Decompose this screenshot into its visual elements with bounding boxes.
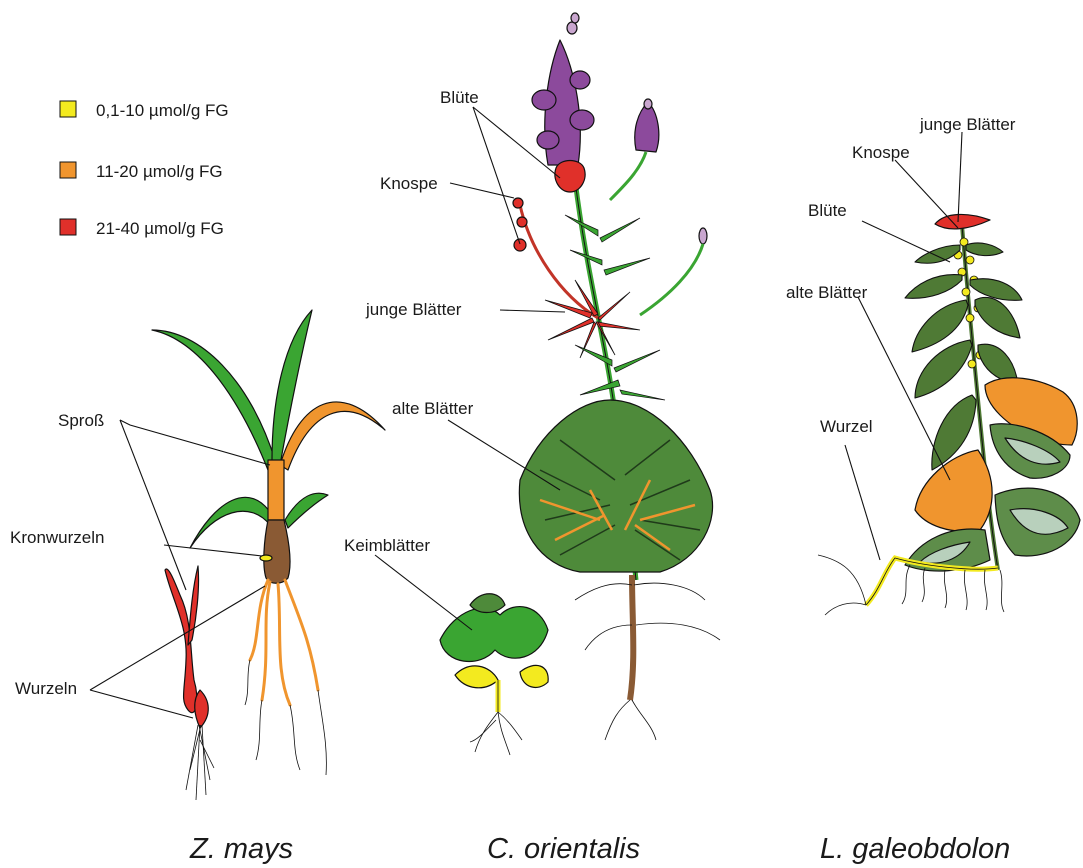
lgaleobdolon-label-bluete: Blüte (808, 201, 847, 220)
corientalis-species-name: C. orientalis (487, 833, 640, 865)
zmays-label-wurzeln: Wurzeln (15, 679, 77, 698)
corientalis-old-leaves (519, 400, 712, 572)
lgaleobdolon-young-leaf (935, 214, 990, 229)
lgaleobdolon-label-alte-blaetter: alte Blätter (786, 283, 868, 302)
zmays-label-spross: Sproß (58, 411, 104, 430)
lgaleobdolon-plant: junge Blätter Knospe Blüte alte Blätter … (786, 115, 1080, 865)
zmays-seedling (165, 566, 214, 800)
legend-swatch-high (60, 219, 76, 235)
corientalis-label-alte-blaetter: alte Blätter (392, 399, 474, 418)
corientalis-roots (575, 575, 720, 740)
zmays-species-name: Z. mays (189, 833, 293, 865)
corientalis-plant: Blüte Knospe junge Blätter alte Blätter … (344, 13, 720, 865)
legend: 0,1-10 µmol/g FG 11-20 µmol/g FG 21-40 µ… (60, 101, 229, 238)
lgaleobdolon-label-knospe: Knospe (852, 143, 910, 162)
zmays-label-lines (90, 420, 270, 718)
legend-swatch-mid (60, 162, 76, 178)
lgaleobdolon-label-wurzel: Wurzel (820, 417, 873, 436)
zmays-plant: Sproß Kronwurzeln Wurzeln Z. mays (10, 310, 385, 865)
corientalis-label-knospe: Knospe (380, 174, 438, 193)
corientalis-label-junge-blaetter: junge Blätter (365, 300, 462, 319)
legend-item-low: 0,1-10 µmol/g FG (60, 101, 229, 120)
legend-label-low: 0,1-10 µmol/g FG (96, 101, 229, 120)
corientalis-label-keimblaetter: Keimblätter (344, 536, 430, 555)
lgaleobdolon-species-name: L. galeobdolon (820, 833, 1010, 865)
corientalis-label-bluete: Blüte (440, 88, 479, 107)
legend-label-high: 21-40 µmol/g FG (96, 219, 224, 238)
legend-label-mid: 11-20 µmol/g FG (96, 162, 223, 181)
zmays-label-kronwurzeln: Kronwurzeln (10, 528, 105, 547)
lgaleobdolon-label-junge-blaetter: junge Blätter (919, 115, 1016, 134)
legend-item-mid: 11-20 µmol/g FG (60, 162, 223, 181)
legend-item-high: 21-40 µmol/g FG (60, 219, 224, 238)
legend-swatch-low (60, 101, 76, 117)
